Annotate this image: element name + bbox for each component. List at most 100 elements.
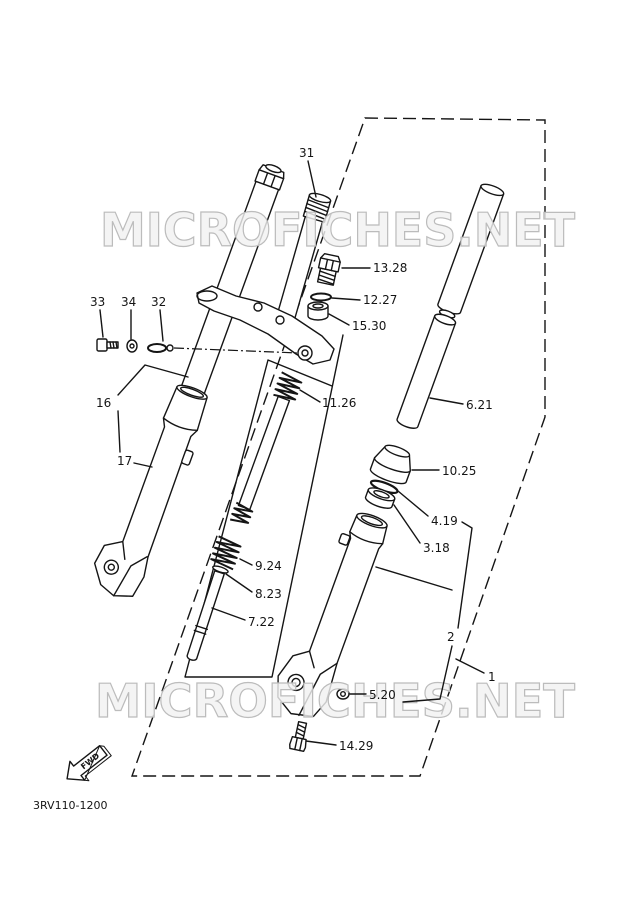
bracket-16-17 (117, 410, 121, 453)
callout-5-20: 5.20 (369, 688, 396, 702)
leader-11-26 (299, 389, 321, 403)
left-cap-bolt-top (265, 163, 282, 174)
clip-32-eye (166, 344, 174, 352)
callout-11-26: 11.26 (322, 396, 356, 410)
spring-11-26-bottom-coil (230, 501, 254, 524)
bolt-33-head (96, 338, 108, 352)
callout-8-23: 8.23 (255, 587, 282, 601)
bolt-14-29-facets (294, 737, 303, 752)
clip-32-loop (147, 343, 167, 353)
stem-top (308, 192, 332, 204)
bolt-33-threads (109, 341, 118, 349)
callout-2: 2 (447, 630, 455, 644)
washer-34-outer (126, 339, 138, 353)
callout-12-27: 12.27 (363, 293, 397, 307)
left-outer-leg-collar (162, 417, 199, 432)
cap-bolt-thread-lines (317, 270, 336, 285)
part-11-26-spring (230, 371, 303, 524)
outer-tube-axle-hole (291, 677, 301, 688)
outer-tube-bracket-detail (298, 650, 338, 717)
dust-seal-lip (373, 457, 412, 473)
fwd-arrow-shadow (84, 745, 112, 782)
leader-33 (99, 309, 104, 338)
callout-16: 16 (96, 396, 111, 410)
leader-1 (455, 658, 485, 674)
stem-thread-lines (304, 199, 330, 220)
right-fork-assembly (277, 183, 505, 718)
inner-tube-lower-top (433, 313, 457, 326)
callout-4-19: 4.19 (431, 514, 458, 528)
dust-seal-top (384, 444, 411, 458)
spring-group-outline (184, 334, 344, 678)
left-fork-assembly (93, 163, 285, 597)
callout-6-21: 6.21 (466, 398, 493, 412)
part-2-outer-tube (277, 512, 388, 718)
leader-6-21 (429, 397, 464, 405)
under-bracket (196, 285, 335, 365)
bracket-2-bottom (402, 645, 453, 703)
callout-9-24: 9.24 (255, 559, 282, 573)
part-33-bolt (96, 338, 119, 352)
outer-tube-tab (338, 532, 351, 546)
washer-5-20-hole (340, 691, 347, 698)
leader-3-18 (393, 504, 421, 544)
washer-5-20-outer (336, 688, 350, 700)
part-31-steering-stem (274, 192, 332, 329)
leader-9-24 (239, 558, 253, 566)
oil-seal-bore (373, 490, 390, 499)
callout-32: 32 (151, 295, 166, 309)
callout-7-22: 7.22 (248, 615, 275, 629)
spacer-top (307, 301, 329, 311)
inner-tube-top (480, 183, 505, 197)
bolt-14-29-head (289, 735, 307, 753)
part-6-21-inner-tube (396, 183, 505, 429)
assembly-1-dashed-outline (131, 117, 546, 777)
bolt-14-29-threads (295, 723, 307, 737)
bracket-2-top (457, 521, 473, 629)
callout-14-29: 14.29 (339, 739, 373, 753)
callout-34: 34 (121, 295, 136, 309)
under-bracket-right-bore-inner (301, 349, 309, 357)
left-cap-bolt-facets (258, 169, 285, 188)
callout-1: 1 (488, 670, 496, 684)
callout-33: 33 (90, 295, 105, 309)
part-16-17-outer-leg (93, 384, 208, 597)
left-cap-bolt (254, 163, 285, 191)
under-bracket-plate (196, 285, 335, 365)
leader-7-22 (211, 607, 246, 621)
damper-rod-rings (193, 624, 208, 635)
callout-17: 17 (117, 454, 132, 468)
left-axle-hole (107, 563, 116, 571)
leader-32 (159, 309, 164, 342)
leader-31 (307, 160, 317, 198)
part-12-27-o-ring (310, 292, 332, 302)
cap-bolt-head-facets (319, 257, 341, 272)
leader-12-27 (331, 297, 361, 301)
under-bracket-bolt-b (275, 315, 285, 325)
under-bracket-bolt-a (253, 302, 263, 312)
bracket-2-connector (375, 566, 453, 591)
callout-15-30: 15.30 (352, 319, 386, 333)
washer-34-hole (129, 343, 135, 349)
leader-17 (133, 462, 153, 468)
part-13-28-cap-bolt (316, 252, 341, 286)
callout-13-28: 13.28 (373, 261, 407, 275)
left-outer-leg-bore (179, 386, 205, 398)
part-34-washer (126, 339, 138, 353)
part-32-clip (147, 343, 174, 353)
leader-lines (99, 160, 485, 746)
under-bracket-right-bore (297, 345, 313, 361)
fwd-arrow-shape (66, 745, 108, 781)
clip-32-install-line (173, 347, 300, 354)
under-bracket-left-bore (196, 290, 218, 302)
outer-tube-axle-boss (287, 673, 305, 692)
outer-tube-bore (360, 515, 384, 527)
callout-3-18: 3.18 (423, 541, 450, 555)
leader-15-30 (328, 313, 350, 326)
left-axle-bracket-detail (113, 540, 148, 597)
spacer-bore (312, 303, 324, 309)
leader-4-19 (397, 490, 429, 517)
part-15-30-spacer (307, 301, 329, 321)
outer-tube-mouth (356, 512, 388, 529)
